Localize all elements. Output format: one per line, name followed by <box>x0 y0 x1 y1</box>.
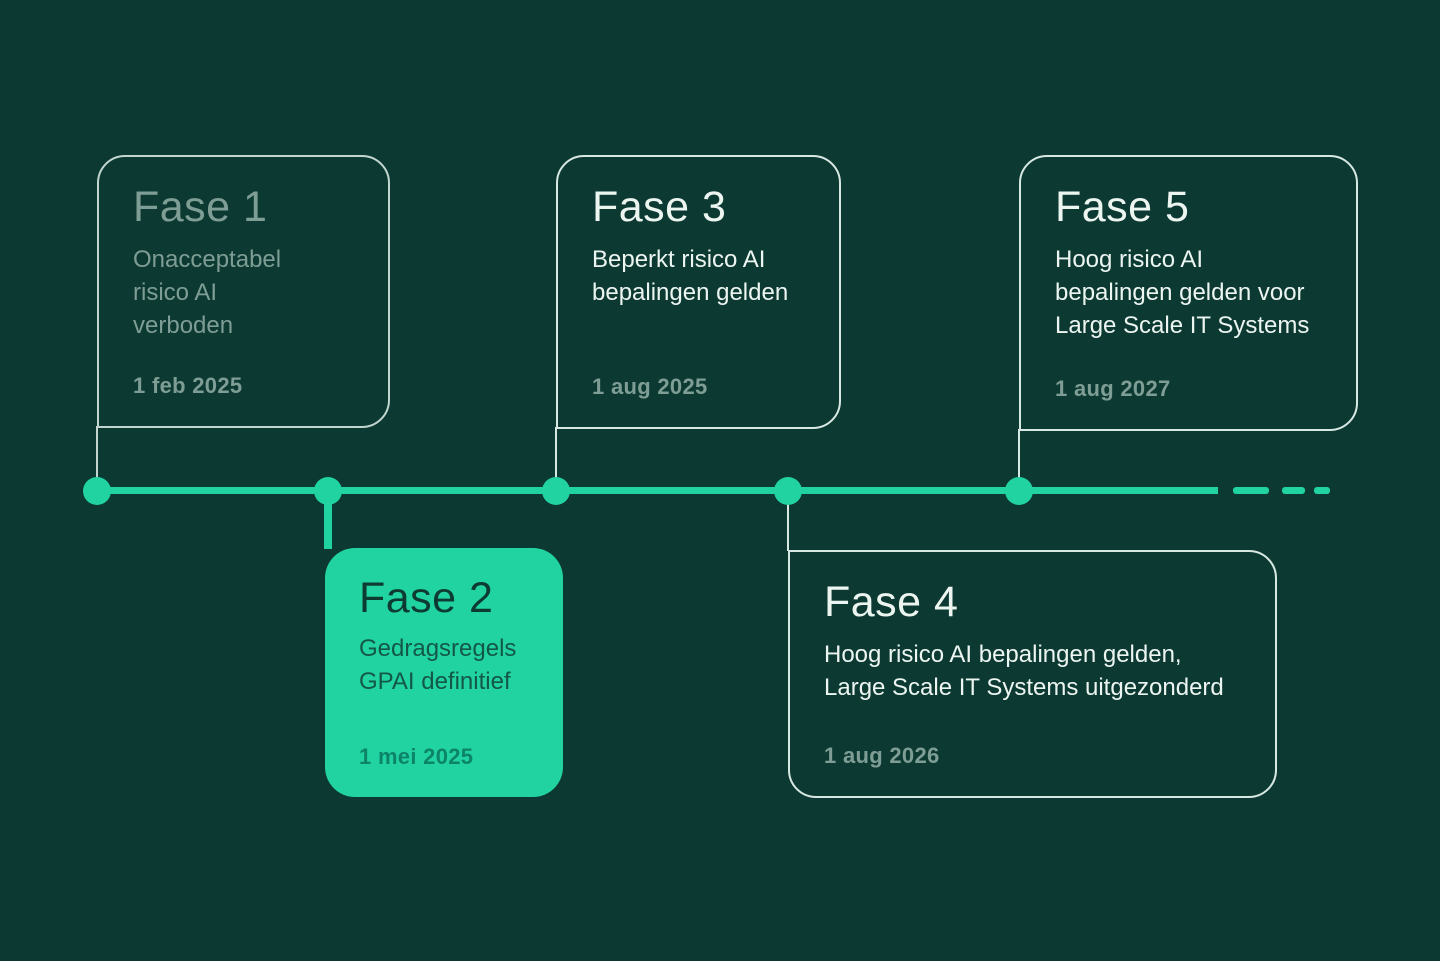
fase-2-date: 1 mei 2025 <box>359 744 474 769</box>
connector-fase-4 <box>787 491 789 551</box>
fase-5-title: Fase 5 <box>1055 183 1190 231</box>
fase-4-body: Hoog risico AI bepalingen gelden, Large … <box>824 641 1224 701</box>
fase-4-title: Fase 4 <box>824 578 959 626</box>
timeline-dash-2 <box>1282 487 1305 494</box>
fase-5-body: Hoog risico AI bepalingen gelden voor La… <box>1055 246 1310 339</box>
fase-1-body: Onacceptabel risico AI verboden <box>133 246 282 339</box>
connector-fase-2 <box>324 491 332 549</box>
timeline-dot-fase-3 <box>542 477 570 505</box>
fase-3-card: Fase 3 Beperkt risico AI bepalingen geld… <box>556 155 841 429</box>
fase-2-card: Fase 2 Gedragsregels GPAI definitief 1 m… <box>325 548 563 797</box>
fase-3-title: Fase 3 <box>592 183 727 231</box>
fase-2-body: Gedragsregels GPAI definitief <box>359 635 517 695</box>
connector-fase-3 <box>555 427 557 491</box>
fase-4-date: 1 aug 2026 <box>824 743 940 768</box>
fase-3-date: 1 aug 2025 <box>592 374 708 399</box>
fase-4-card: Fase 4 Hoog risico AI bepalingen gelden,… <box>788 550 1277 798</box>
timeline-dot-fase-4 <box>774 477 802 505</box>
timeline-dash-1 <box>1233 487 1269 494</box>
fase-1-title: Fase 1 <box>133 183 268 231</box>
fase-1-card: Fase 1 Onacceptabel risico AI verboden 1… <box>97 155 390 428</box>
timeline-dot-fase-5 <box>1005 477 1033 505</box>
fase-5-date: 1 aug 2027 <box>1055 376 1171 401</box>
timeline-dash-3 <box>1314 487 1330 494</box>
fase-1-date: 1 feb 2025 <box>133 373 243 398</box>
connector-fase-1 <box>96 426 98 491</box>
fase-5-card: Fase 5 Hoog risico AI bepalingen gelden … <box>1019 155 1358 431</box>
timeline-dot-fase-2 <box>314 477 342 505</box>
fase-3-body: Beperkt risico AI bepalingen gelden <box>592 246 789 306</box>
timeline-dot-fase-1 <box>83 477 111 505</box>
fase-2-title: Fase 2 <box>359 574 494 622</box>
connector-fase-5 <box>1018 429 1020 491</box>
timeline-line <box>97 487 1218 494</box>
